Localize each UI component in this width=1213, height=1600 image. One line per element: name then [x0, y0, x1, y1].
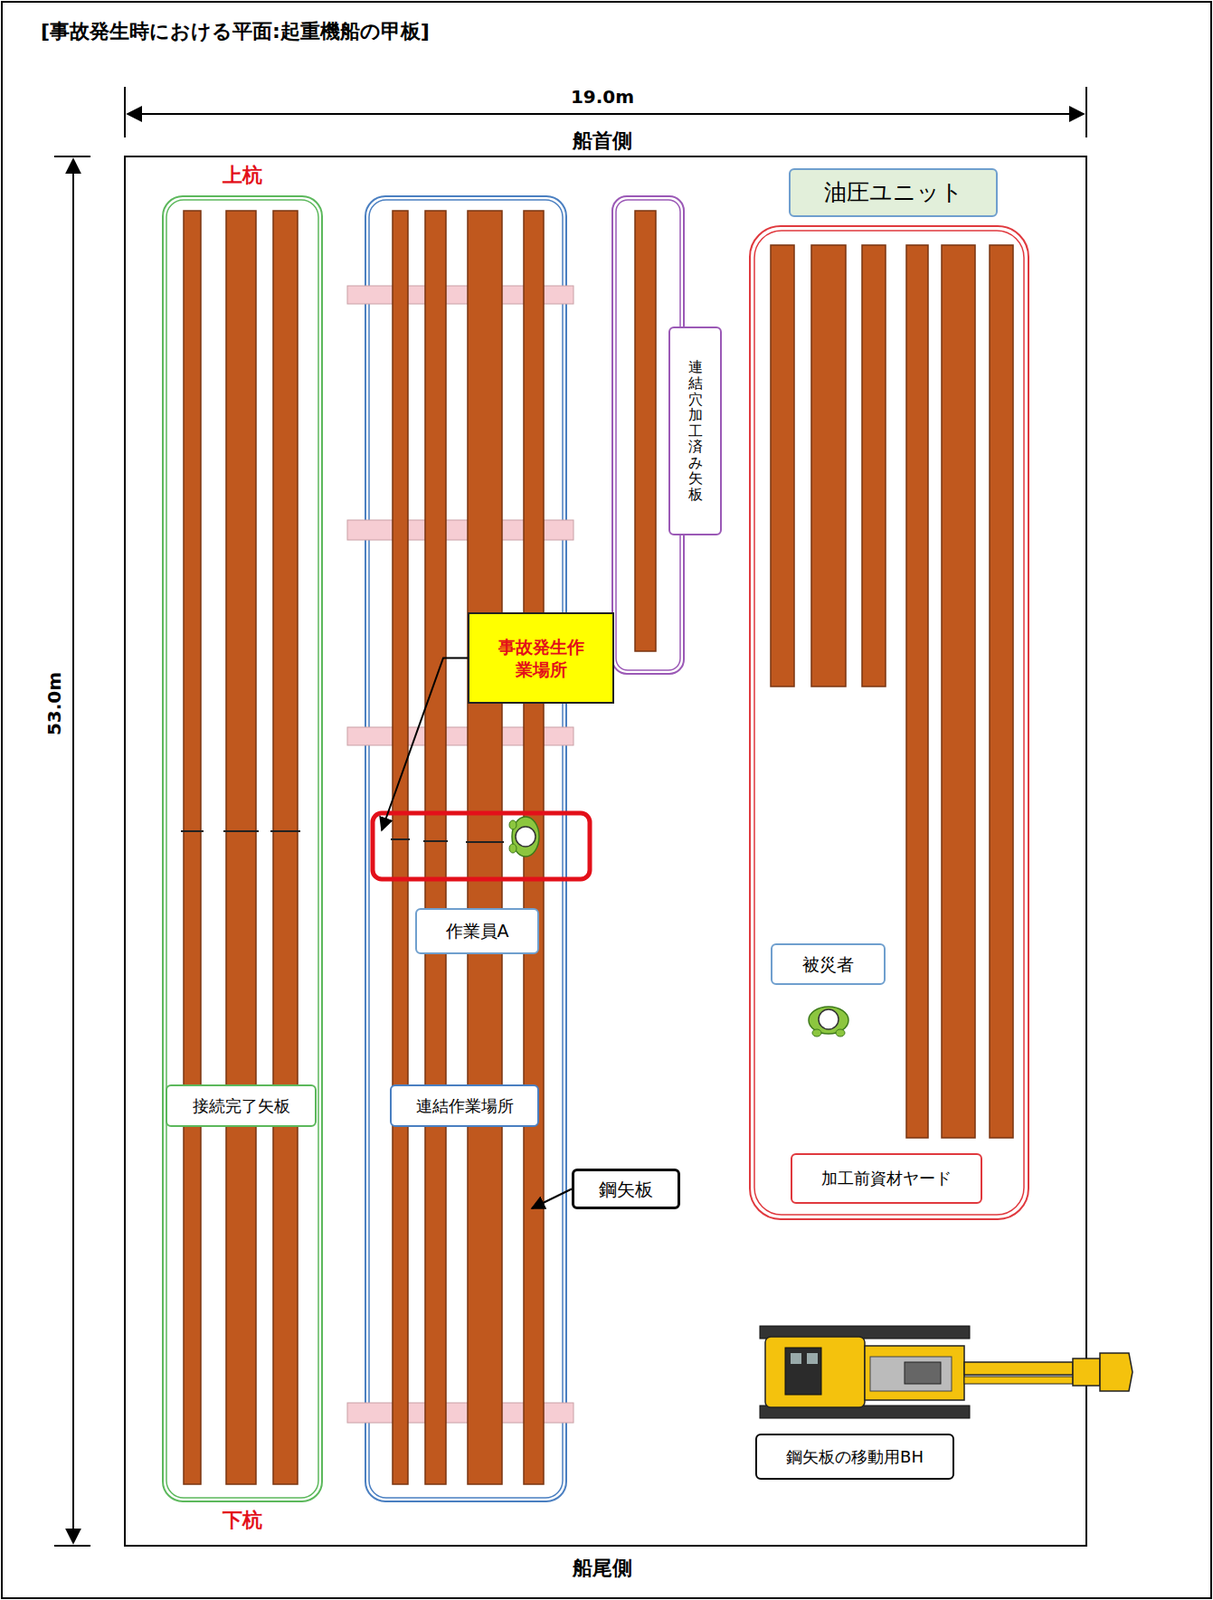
- green-group: [162, 196, 323, 1502]
- label-box: 鋼矢板の移動用BH: [755, 1433, 955, 1480]
- node-text: 油圧ユニット: [824, 178, 964, 209]
- node-text: 鋼矢板の移動用BH: [786, 1446, 924, 1468]
- dimension-length: [54, 156, 91, 1546]
- node-text: 被災者: [802, 953, 854, 977]
- worker-a-icon: [509, 816, 540, 857]
- node-text: 接続完了矢板: [192, 1095, 291, 1117]
- unit-box: 油圧ユニット: [788, 168, 998, 218]
- node-text: 連結穴加工済み矢板: [688, 359, 703, 503]
- blue-group: [365, 196, 567, 1502]
- pile-label: 上杭: [222, 161, 263, 190]
- label-box: 連結作業場所: [389, 1084, 540, 1128]
- label-box: 被災者: [770, 943, 886, 986]
- victim-icon: [808, 1006, 849, 1037]
- title: [事故発生時における平面:起重機船の甲板]: [40, 18, 430, 46]
- vertical-label-box: 連結穴加工済み矢板: [668, 326, 722, 536]
- node-text: 加工前資材ヤード: [821, 1167, 952, 1189]
- node-text: 鋼矢板: [598, 1177, 654, 1202]
- excavator: [759, 1326, 1133, 1419]
- stern-label: 船尾側: [572, 1554, 633, 1583]
- red-group: [749, 226, 1029, 1220]
- dimension-text: 53.0m: [43, 672, 66, 736]
- node-text: 事故発生作業場所: [498, 635, 585, 681]
- steel-sheet-pile: [183, 210, 1014, 1485]
- bow-label: 船首側: [572, 127, 633, 155]
- pile-label: 下杭: [222, 1506, 263, 1535]
- leader-arrow: [531, 1189, 572, 1210]
- deck-outline: [124, 156, 1087, 1546]
- label-box: 鋼矢板: [571, 1168, 681, 1210]
- callout-box: 事故発生作業場所: [467, 612, 615, 704]
- label-box: 接続完了矢板: [165, 1084, 317, 1128]
- dimension-text: 19.0m: [570, 85, 635, 108]
- accident-area: [372, 813, 590, 880]
- leader-arrow: [381, 658, 468, 832]
- node-text: 作業員A: [445, 919, 510, 943]
- pile-joint: [180, 831, 504, 843]
- label-box: 加工前資材ヤード: [790, 1153, 983, 1204]
- node-text: 連結作業場所: [416, 1095, 514, 1117]
- label-box: 作業員A: [415, 908, 540, 955]
